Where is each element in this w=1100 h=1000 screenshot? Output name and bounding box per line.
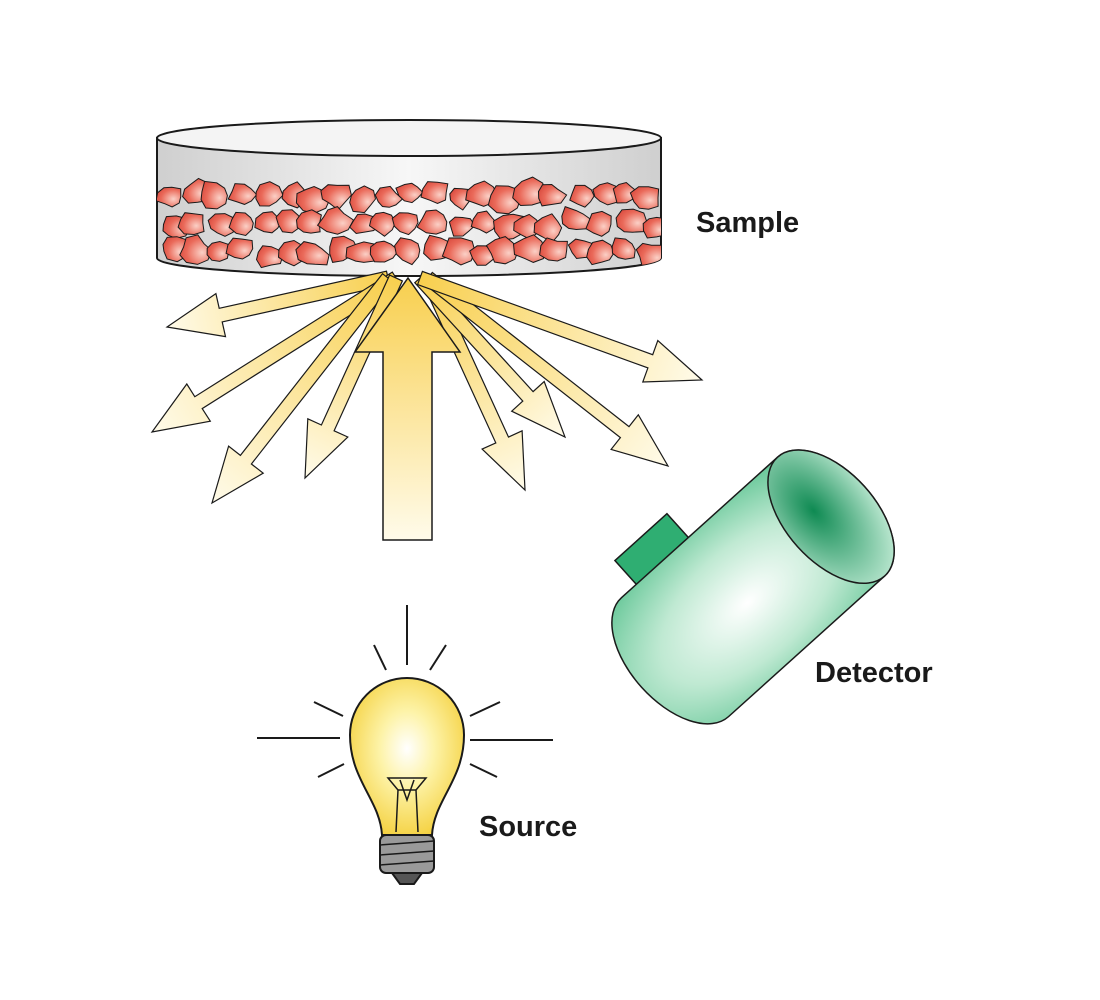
particle <box>612 181 639 204</box>
particle <box>487 185 521 215</box>
incident-light-arrow <box>353 276 462 541</box>
particle <box>569 184 595 208</box>
particle <box>345 241 375 263</box>
particle <box>329 235 359 263</box>
particle <box>394 237 421 266</box>
particle <box>470 210 497 234</box>
particle <box>225 237 254 260</box>
scattered-light-arrow <box>416 270 704 383</box>
detector-label: Detector <box>815 657 933 689</box>
particle <box>177 212 205 236</box>
particle <box>533 213 563 244</box>
particle <box>316 206 355 235</box>
particle <box>592 182 619 206</box>
particle <box>349 185 377 214</box>
particle <box>441 237 476 266</box>
sample-particles <box>157 176 661 269</box>
particle <box>512 234 545 263</box>
particle <box>395 182 424 204</box>
particle <box>179 234 213 265</box>
particle <box>615 208 648 233</box>
particle <box>157 186 182 208</box>
particle <box>448 216 476 237</box>
particle <box>255 181 284 207</box>
source-label: Source <box>479 811 578 843</box>
particle <box>629 186 660 210</box>
particle <box>512 176 546 207</box>
sample-dish <box>156 119 662 277</box>
particle <box>642 216 661 239</box>
light-bulb-icon <box>257 605 553 885</box>
particle <box>420 181 449 205</box>
particle <box>369 240 400 263</box>
particle <box>586 239 615 266</box>
particle <box>206 240 230 262</box>
particle <box>255 245 284 269</box>
particle <box>228 211 254 237</box>
particle <box>561 205 593 231</box>
scattered-light-arrow <box>211 272 395 505</box>
scattered-light-arrows <box>150 270 704 505</box>
particle <box>254 211 282 234</box>
particle <box>275 209 303 234</box>
particle <box>207 213 236 237</box>
particle <box>320 184 352 211</box>
particle <box>391 212 419 236</box>
particle <box>585 210 612 237</box>
particle <box>295 209 322 234</box>
particle <box>227 183 258 205</box>
particle <box>537 183 568 207</box>
particle <box>416 209 448 235</box>
particle <box>295 241 330 266</box>
particle <box>485 236 519 265</box>
particle <box>611 237 636 260</box>
particle <box>368 211 397 237</box>
particle <box>539 237 568 262</box>
particle <box>374 185 404 208</box>
scattered-light-arrow <box>422 271 670 467</box>
sample-label: Sample <box>696 207 800 239</box>
particle <box>200 180 228 210</box>
detector-icon <box>611 449 895 725</box>
